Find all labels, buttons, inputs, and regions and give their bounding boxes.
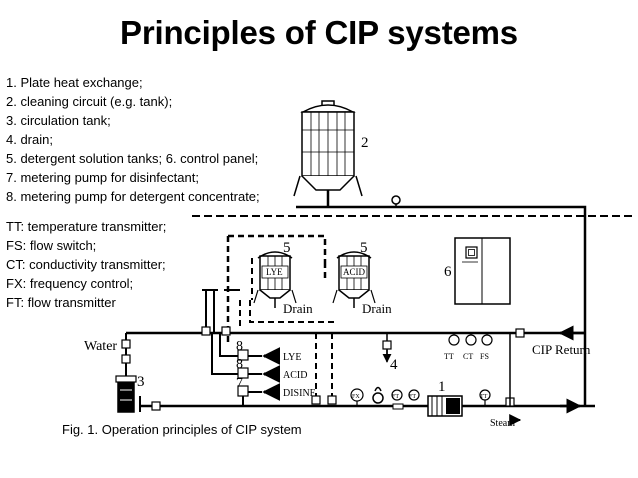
label-tank-2: 2 (361, 135, 369, 151)
label-pump-7: 7 (236, 376, 243, 391)
page-title: Principles of CIP systems (120, 14, 518, 51)
abbreviation-item: FT: flow transmitter (6, 295, 116, 310)
label-tank-3: 3 (137, 374, 145, 390)
label-ft-1: FT (392, 394, 399, 400)
abbreviation-item: FX: frequency control; (6, 276, 134, 291)
label-lye-tank: LYE (266, 267, 283, 277)
label-tt: TT (444, 352, 454, 361)
label-water: Water (84, 339, 117, 354)
lye-tank (253, 251, 297, 308)
legend-list: 1. Plate heat exchange; 2. cleaning circ… (6, 73, 260, 312)
circulation-pump-icon (372, 392, 384, 404)
label-ft-2: FT (409, 394, 416, 400)
instrument-group (448, 333, 493, 346)
abbreviation-item: CT: conductivity transmitter; (6, 257, 166, 272)
label-tank-5-acid: 5 (360, 240, 368, 256)
abbreviation-item: FS: flow switch; (6, 238, 97, 253)
legend-item: 3. circulation tank; (6, 113, 111, 128)
pump-8b-icon (237, 367, 249, 379)
legend-item: 4. drain; (6, 132, 53, 147)
circulation-tank (115, 375, 137, 413)
label-pump-8b: 8 (236, 357, 243, 372)
heat-exchanger (427, 395, 463, 417)
label-drain-left: Drain (283, 301, 313, 316)
label-pump-8a: 8 (236, 339, 243, 354)
label-tt-2: TT (480, 394, 488, 400)
label-acid-tank: ACID (343, 267, 365, 277)
legend-item: 7. metering pump for disinfectant; (6, 170, 199, 185)
cleaning-tank (293, 100, 363, 207)
label-acid-inlet: ACID (283, 370, 307, 381)
legend-item: 8. metering pump for detergent concentra… (6, 189, 260, 204)
label-lye-inlet: LYE (283, 352, 301, 363)
label-cip-return: CIP Return (532, 342, 591, 357)
label-drain-4: 4 (390, 357, 398, 373)
label-heat-exchanger-1: 1 (438, 379, 446, 395)
label-disinf-inlet: DISINF (283, 388, 316, 399)
label-panel-6: 6 (444, 264, 452, 280)
pump-8a-icon (237, 349, 249, 361)
label-drain-right: Drain (362, 301, 392, 316)
legend-item: 2. cleaning circuit (e.g. tank); (6, 94, 173, 109)
legend-item: 5. detergent solution tanks; 6. control … (6, 151, 259, 166)
label-tank-5-lye: 5 (283, 240, 291, 256)
figure-caption: Fig. 1. Operation principles of CIP syst… (62, 422, 302, 437)
label-steam: Steam (490, 418, 515, 429)
control-panel (454, 237, 511, 305)
label-ct: CT (463, 352, 473, 361)
acid-tank (332, 251, 376, 308)
legend-item: 1. Plate heat exchange; (6, 75, 143, 90)
label-fs: FS (480, 352, 489, 361)
abbreviation-item: TT: temperature transmitter; (6, 219, 167, 234)
label-fx: FX (352, 394, 360, 400)
top-valve-icon (391, 195, 401, 205)
